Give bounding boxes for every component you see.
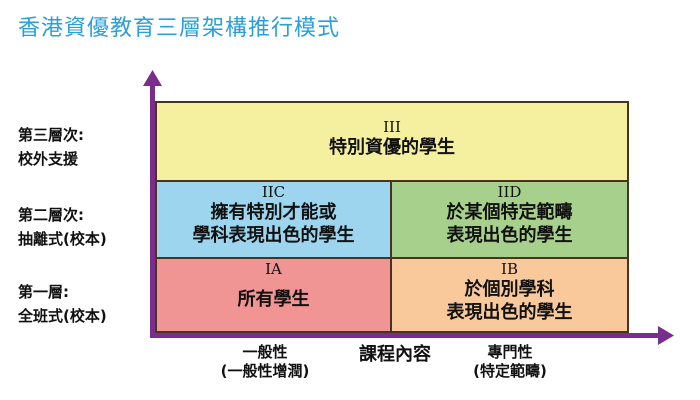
x-label-line: (一般性增潤) (220, 362, 310, 380)
box-text: 表現出色的學生 (446, 225, 573, 246)
box-code: IB (501, 260, 518, 278)
box-ia: IA 所有學生 (155, 257, 392, 333)
box-ib: IB 於個別學科 表現出色的學生 (390, 257, 629, 333)
box-tier-3: III 特別資優的學生 (155, 101, 629, 182)
box-text: 表現出色的學生 (446, 302, 573, 323)
y-label-line: 第一層: (18, 283, 69, 301)
y-label-line: 第二層次: (18, 206, 84, 224)
x-label-line: 一般性 (242, 343, 288, 361)
y-label-line: 全班式(校本) (18, 307, 107, 325)
box-text: 於某個特定範疇 (446, 202, 573, 223)
y-axis (150, 82, 155, 338)
y-label-tier-3: 第三層次: 校外支援 (18, 123, 84, 171)
box-iic: IIC 擁有特別才能或 學科表現出色的學生 (155, 180, 392, 259)
y-label-line: 抽離式(校本) (18, 230, 107, 248)
box-code: III (383, 118, 401, 136)
box-code: IA (265, 260, 282, 278)
x-label-line: 專門性 (487, 343, 533, 361)
box-text: 擁有特別才能或 (210, 202, 337, 223)
box-text: 學科表現出色的學生 (192, 225, 355, 246)
box-code: IIC (261, 183, 286, 201)
box-text: 於個別學科 (464, 279, 555, 300)
x-label-specialized: 專門性 (特定範疇) (450, 343, 570, 381)
x-axis-arrow-icon (658, 326, 674, 345)
y-label-line: 第三層次: (18, 126, 84, 144)
page-title: 香港資優教育三層架構推行模式 (18, 16, 341, 41)
x-axis-title: 課程內容 (359, 344, 431, 365)
y-label-line: 校外支援 (18, 150, 79, 168)
box-code: IID (497, 183, 522, 201)
x-label-general: 一般性 (一般性增潤) (200, 343, 330, 381)
x-label-line: (特定範疇) (473, 362, 547, 380)
y-label-tier-1: 第一層: 全班式(校本) (18, 280, 107, 328)
y-label-tier-2: 第二層次: 抽離式(校本) (18, 203, 107, 251)
box-text: 特別資優的學生 (329, 137, 455, 158)
box-iid: IID 於某個特定範疇 表現出色的學生 (390, 180, 629, 259)
y-axis-arrow-icon (143, 70, 162, 86)
x-axis (150, 333, 660, 338)
box-text: 所有學生 (237, 289, 310, 310)
